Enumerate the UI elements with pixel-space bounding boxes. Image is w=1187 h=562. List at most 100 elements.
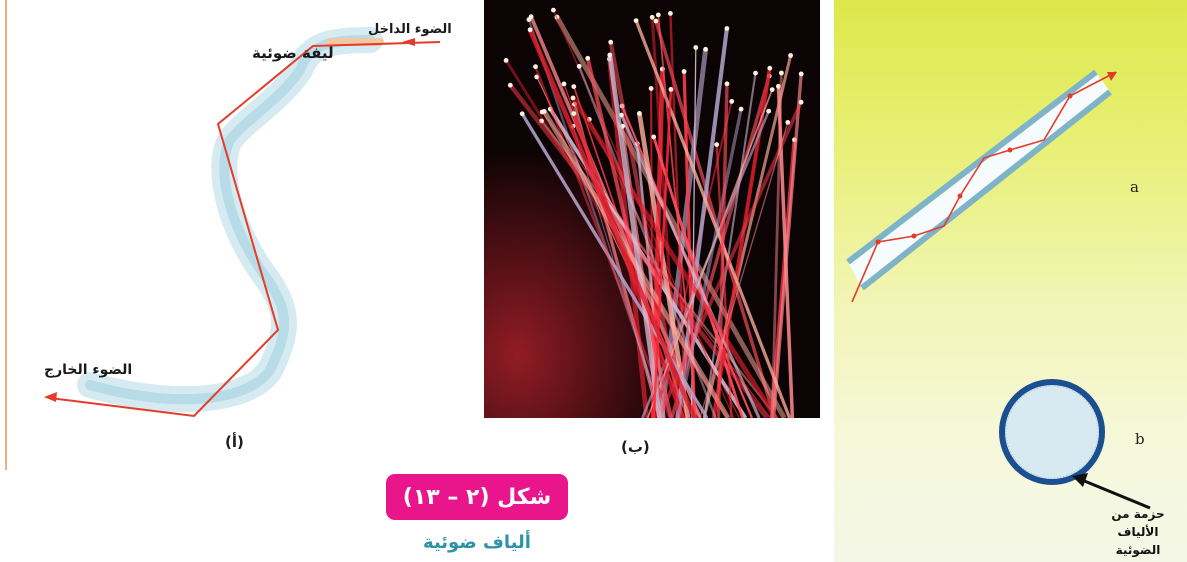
figure-title: ألياف ضوئية (423, 532, 531, 553)
fiber-tip (608, 39, 614, 45)
fiber-tip (779, 70, 784, 76)
fiber-tip (798, 71, 804, 77)
pointer-arrow-head (1072, 473, 1088, 487)
fiber-tip (724, 81, 730, 87)
fiber-tip (753, 70, 758, 76)
fiber-strand (541, 111, 771, 418)
diagram-label-a: a (1130, 178, 1139, 196)
fiber-path-diagram: الضوء الداخل ليفة ضوئية الضوء الخارج (أ) (30, 0, 480, 468)
light-ray-path (49, 41, 441, 418)
fiber-tip (798, 99, 804, 105)
fiber-strand (715, 144, 733, 418)
fiber-glow-inner (85, 35, 375, 405)
fiber-tip (533, 64, 538, 70)
fiber-structure-drawing (846, 69, 1151, 510)
fiber-bundle-label: حزمة من الألياف الضوئية (1092, 505, 1184, 559)
pointer-arrow-shaft (1081, 478, 1151, 510)
fiber-tip (776, 83, 781, 89)
fiber-tip (507, 82, 513, 88)
fiber-tip (527, 27, 533, 33)
fiber-strand (620, 114, 761, 418)
outgoing-light-label: الضوء الخارج (44, 362, 133, 378)
fiber-tip (769, 87, 775, 92)
fiber-tip (551, 7, 556, 13)
fiber-strand (527, 28, 697, 418)
fiber-strand (776, 86, 795, 418)
fiber-strand (771, 73, 803, 418)
fiber-strand (520, 112, 709, 418)
fiber-strand (675, 28, 729, 418)
fiber-tip (648, 86, 654, 91)
ray-direction-arrow (1107, 72, 1117, 81)
fiber-strand (699, 122, 789, 418)
panel-a-sublabel: (أ) (225, 433, 244, 451)
fiber-tip (585, 55, 591, 61)
reflection-point (1007, 147, 1013, 153)
reflection-point (1067, 93, 1073, 99)
fiber-tip (637, 111, 642, 116)
fiber-tip (738, 106, 744, 112)
fiber-tube-bottom-wall (860, 89, 1112, 291)
fiber-tip (576, 63, 582, 69)
fiber-tip (526, 17, 532, 22)
fiber-strands (503, 7, 804, 418)
fiber-strand (570, 96, 778, 418)
fiber-tip (703, 46, 708, 52)
fiber-tip (766, 108, 772, 114)
reflection-point (911, 233, 917, 239)
fiber-bundle-label-line2: الضوئية (1115, 543, 1161, 557)
fiber-strand (770, 72, 783, 418)
fiber-tip (785, 120, 791, 125)
fiber-tip (607, 52, 613, 58)
ray-entry-arrow (402, 38, 415, 46)
fiber-strand (711, 67, 772, 418)
fiber-strand (534, 66, 671, 418)
fiber-tip (655, 12, 661, 18)
fiber-bundle-photo (484, 0, 820, 418)
fiber-tip (714, 142, 720, 148)
fiber-tip (571, 111, 577, 116)
fiber-tip (767, 65, 773, 71)
reflection-point (957, 193, 963, 199)
fiber-tip (668, 87, 674, 92)
ray-exit-arrow (44, 392, 57, 402)
fiber-strand (634, 20, 792, 418)
fiber-tip (653, 18, 659, 24)
bundle-texture (1005, 385, 1099, 479)
fiber-strand (607, 54, 662, 418)
fiber-strand (529, 15, 702, 418)
fiber-strand (652, 89, 673, 418)
fiber-tip (651, 134, 657, 140)
fiber-strand (676, 108, 743, 418)
fiber-tip (724, 26, 730, 31)
fiber-tip (571, 84, 577, 89)
fiber-tip (729, 99, 735, 104)
fiber-strand (657, 101, 803, 418)
panel-b-footer: (ب) (484, 418, 820, 468)
fiber-strand (646, 89, 773, 418)
diagram-label-b: b (1135, 430, 1145, 448)
fiber-strand (703, 72, 757, 418)
fiber-strand (670, 75, 771, 418)
incoming-light-label: الضوء الداخل (368, 22, 452, 37)
optical-fiber-label: ليفة ضوئية (252, 44, 334, 62)
reflection-point (875, 239, 881, 245)
fiber-bundle-illustration (484, 0, 820, 418)
figure-number-badge: شكل (٢ – ١٣) (386, 474, 568, 520)
fiber-tip (681, 69, 687, 74)
fiber-tube-top-wall (846, 69, 1098, 265)
page-margin-rule (5, 0, 7, 470)
fiber-strand (652, 136, 744, 418)
fiber-path-drawing (44, 27, 441, 418)
fiber-tip (503, 58, 509, 63)
fiber-tip (668, 11, 673, 16)
bundle-cross-section (999, 379, 1105, 485)
fiber-tip (534, 74, 540, 80)
fiber-tip (519, 111, 525, 117)
fiber-tip (570, 95, 576, 101)
fiber-tip (649, 14, 655, 20)
fiber-tip (561, 81, 567, 87)
fiber-tip (693, 45, 699, 50)
fiber-tip (788, 53, 793, 58)
fiber-bundle-label-line1: حزمة من الألياف (1111, 507, 1165, 539)
